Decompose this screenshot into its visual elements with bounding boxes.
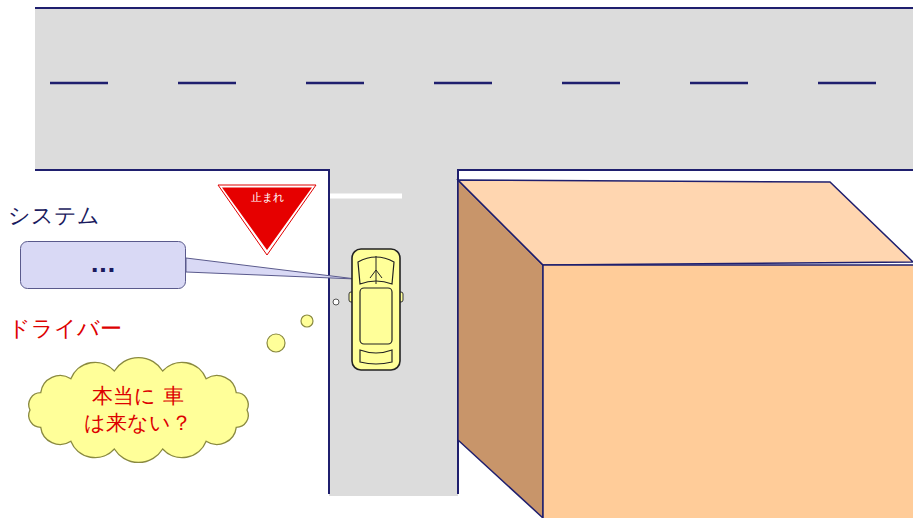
thought-bubble — [333, 299, 339, 305]
speech-box-text: ... — [90, 251, 115, 280]
thought-bubble — [301, 315, 313, 327]
stop-line — [330, 194, 402, 199]
system-label: システム — [8, 201, 100, 231]
thought-cloud-text: 本当に 車は来ない？ — [83, 383, 192, 438]
driver-label: ドライバー — [8, 314, 122, 344]
lane-dashes — [50, 83, 876, 84]
speech-pointer — [186, 258, 356, 279]
main-road — [35, 8, 913, 170]
car — [349, 249, 403, 370]
building-roof — [458, 180, 913, 265]
thought-bubble — [267, 334, 285, 352]
building-front — [543, 265, 913, 518]
thought-cloud-outline — [21, 362, 256, 458]
stop-sign: 止まれ — [218, 185, 316, 255]
road-edge — [35, 7, 913, 9]
speech-box: ... — [20, 241, 186, 289]
side-road — [329, 169, 458, 496]
thought-cloud: 本当に 車は来ない？ — [21, 362, 256, 458]
stop-sign-text: 止まれ — [218, 191, 316, 205]
